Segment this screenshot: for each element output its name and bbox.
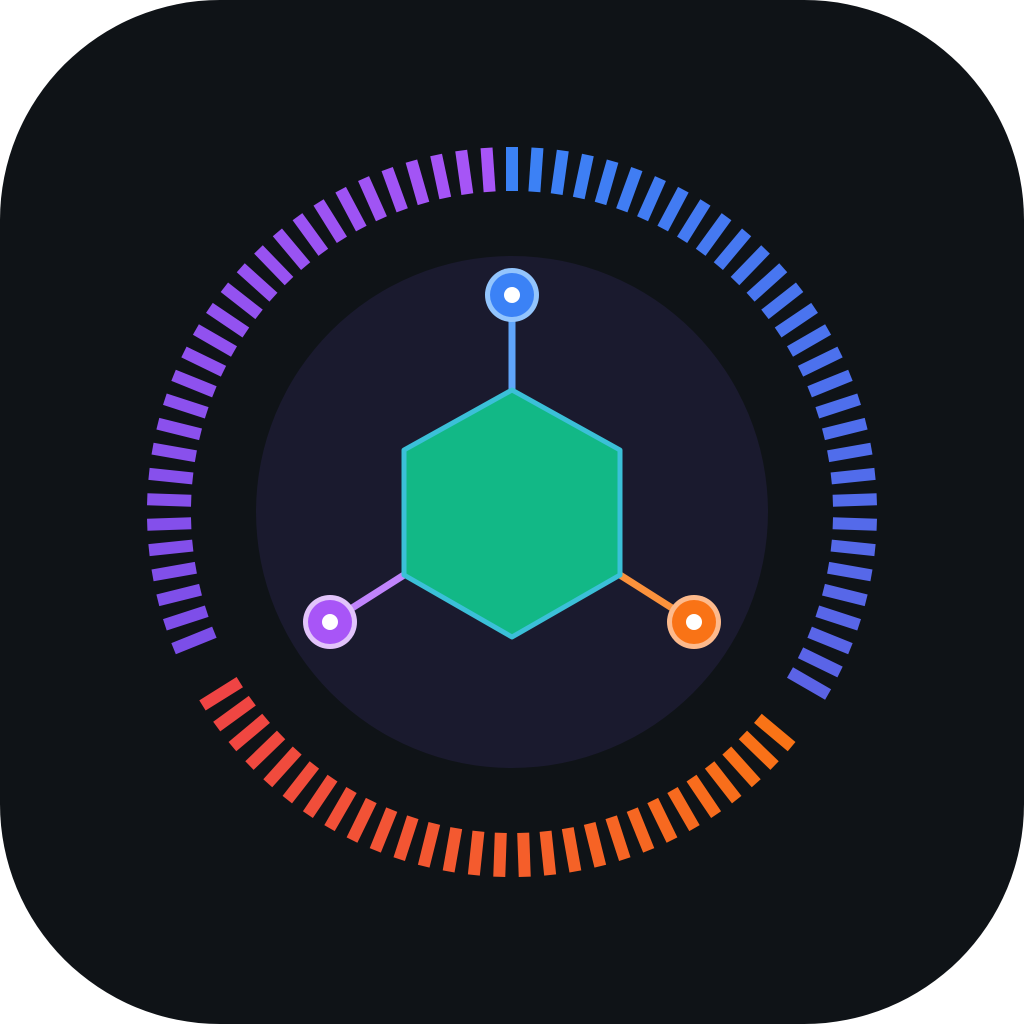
tick-blue	[594, 159, 619, 206]
tick-orange-red	[467, 830, 485, 876]
tick-orange-red	[245, 730, 286, 770]
tick-orange-red	[213, 695, 256, 732]
tick-blue	[774, 302, 818, 338]
tick-blue	[677, 199, 711, 243]
tick-purple	[151, 561, 197, 582]
tick-orange-red	[493, 832, 507, 877]
tick-blue	[506, 147, 518, 191]
tick-purple	[148, 467, 194, 485]
tick-orange-red	[667, 786, 700, 832]
tick-purple	[430, 153, 452, 200]
tick-purple	[171, 626, 217, 655]
tick-purple	[272, 228, 311, 270]
tick-purple	[220, 282, 263, 320]
tick-purple	[405, 159, 430, 206]
tick-blue	[832, 517, 877, 531]
tick-purple	[181, 346, 227, 377]
tick-orange-red	[754, 713, 796, 752]
tick-blue	[695, 213, 732, 256]
tick-blue	[746, 263, 788, 302]
tick-blue	[822, 417, 868, 441]
tick-orange-red	[647, 797, 678, 843]
node-center-top-icon	[504, 287, 520, 303]
tick-orange-red	[738, 730, 779, 770]
tick-purple	[147, 493, 192, 507]
tick-purple	[254, 245, 294, 286]
tick-blue	[827, 561, 873, 582]
tick-purple	[151, 442, 197, 463]
tick-blue	[827, 442, 873, 463]
tick-blue	[761, 282, 804, 320]
tick-purple	[335, 186, 367, 232]
tick-blue	[657, 186, 689, 232]
tick-purple	[455, 149, 474, 195]
tick-blue	[713, 228, 752, 270]
tick-purple	[156, 583, 202, 607]
tick-orange-red	[393, 815, 419, 861]
tick-orange-red	[626, 807, 655, 853]
tick-purple	[147, 517, 192, 531]
tick-blue	[637, 176, 666, 222]
tick-orange-red	[442, 827, 463, 873]
tick-purple	[163, 393, 209, 419]
tick-blue	[730, 245, 770, 286]
tick-blue	[822, 583, 868, 607]
tick-purple	[292, 213, 329, 256]
tick-orange-red	[199, 677, 243, 711]
tick-blue	[797, 346, 843, 377]
tick-purple	[358, 176, 387, 222]
tick-blue	[550, 149, 569, 195]
tick-orange-red	[324, 786, 357, 832]
tick-orange-red	[228, 713, 270, 752]
tick-blue	[830, 539, 876, 557]
nodes	[303, 268, 721, 649]
tick-orange-red	[539, 830, 557, 876]
tick-orange-red	[302, 774, 338, 818]
tick-purple	[480, 147, 496, 193]
tick-blue	[786, 324, 832, 357]
tick-purple	[163, 605, 209, 631]
tick-purple	[171, 369, 217, 398]
tick-blue	[815, 605, 861, 631]
tick-orange-red	[704, 761, 742, 804]
tick-blue	[572, 153, 594, 200]
tick-orange-red	[417, 822, 441, 868]
tick-purple	[313, 199, 347, 243]
tick-purple	[192, 324, 238, 357]
tick-orange-red	[346, 797, 377, 843]
tick-blue	[528, 147, 544, 193]
tick-orange-red	[561, 827, 582, 873]
tick-blue	[832, 493, 877, 507]
tick-purple	[156, 417, 202, 441]
tick-blue	[807, 626, 853, 655]
tick-orange-red	[263, 746, 302, 788]
tick-ring	[147, 147, 877, 877]
tick-purple	[206, 302, 250, 338]
tick-purple	[148, 539, 194, 557]
tick-orange-red	[369, 807, 398, 853]
tick-orange-red	[517, 832, 531, 877]
tick-orange-red	[282, 761, 320, 804]
tick-blue	[807, 369, 853, 398]
tick-blue	[815, 393, 861, 419]
tick-purple	[381, 166, 408, 213]
node-center-left-icon	[322, 614, 338, 630]
node-center-right-icon	[686, 614, 702, 630]
hexagon-icon	[401, 387, 623, 640]
tick-orange-red	[605, 815, 631, 861]
tick-blue	[797, 647, 843, 678]
tick-orange-red	[686, 774, 722, 818]
tick-orange-red	[722, 746, 761, 788]
tick-orange-red	[583, 822, 607, 868]
tick-blue	[830, 467, 876, 485]
tick-blue	[616, 166, 643, 213]
tick-blue	[786, 667, 832, 700]
tick-purple	[236, 263, 278, 302]
